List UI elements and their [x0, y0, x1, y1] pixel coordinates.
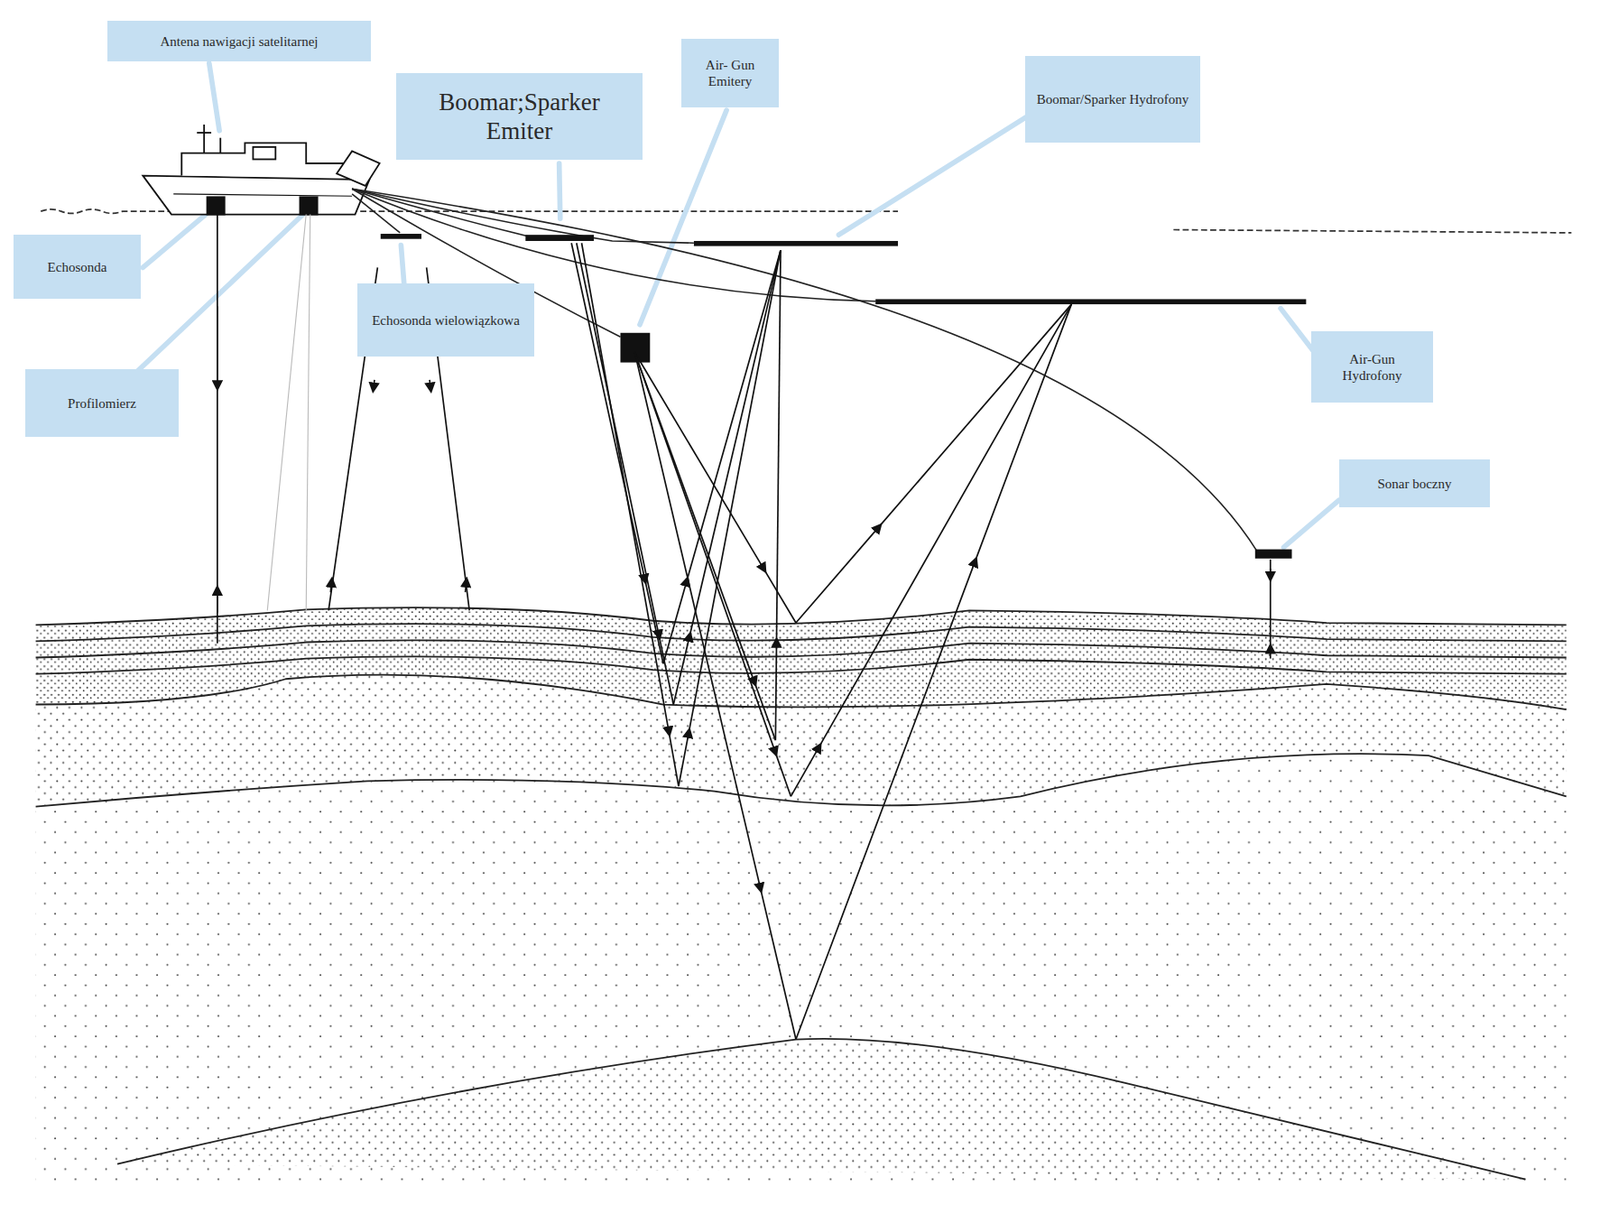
callout-box: Air-Gun Hydrofony: [1311, 331, 1434, 403]
callout-box: Profilomierz: [25, 369, 179, 437]
callout-box: Air- Gun Emitery: [681, 38, 779, 108]
profiler-beams: [267, 214, 310, 611]
callout-label: Air-Gun Hydrofony: [1322, 351, 1423, 384]
acoustic-rays: [217, 214, 1271, 1040]
callout-box: Echosonda wielowiązkowa: [357, 283, 535, 357]
callout-label: Profilomierz: [67, 395, 137, 412]
upper-strata: [36, 607, 1567, 710]
callout-box: Boomar;Sparker Emiter: [396, 73, 643, 160]
callout-label: Echosonda wielowiązkowa: [371, 312, 520, 329]
callout-label: Sonar boczny: [1377, 475, 1452, 492]
towed-instruments: [380, 233, 1307, 559]
water-surface: [1173, 230, 1572, 233]
callout-box: Sonar boczny: [1339, 459, 1490, 508]
callout-label: Antena nawigacji satelitarnej: [160, 33, 319, 50]
callout-label: Boomar/Sparker Hydrofony: [1036, 91, 1190, 108]
deep-strata: [36, 607, 1567, 1184]
callout-box: Antena nawigacji satelitarnej: [107, 20, 371, 62]
strata-lines: [36, 607, 1567, 1179]
callout-label: Boomar;Sparker Emiter: [406, 87, 632, 147]
middle-strata: [36, 607, 1567, 807]
tow-cables: [351, 188, 1258, 552]
basement-strata: [117, 1038, 1526, 1180]
callout-label: Air- Gun Emitery: [692, 56, 768, 90]
callout-box: Boomar/Sparker Hydrofony: [1025, 55, 1201, 143]
callout-label: Echosonda: [47, 258, 108, 276]
survey-ship: [142, 124, 380, 215]
callout-box: Echosonda: [13, 234, 141, 299]
